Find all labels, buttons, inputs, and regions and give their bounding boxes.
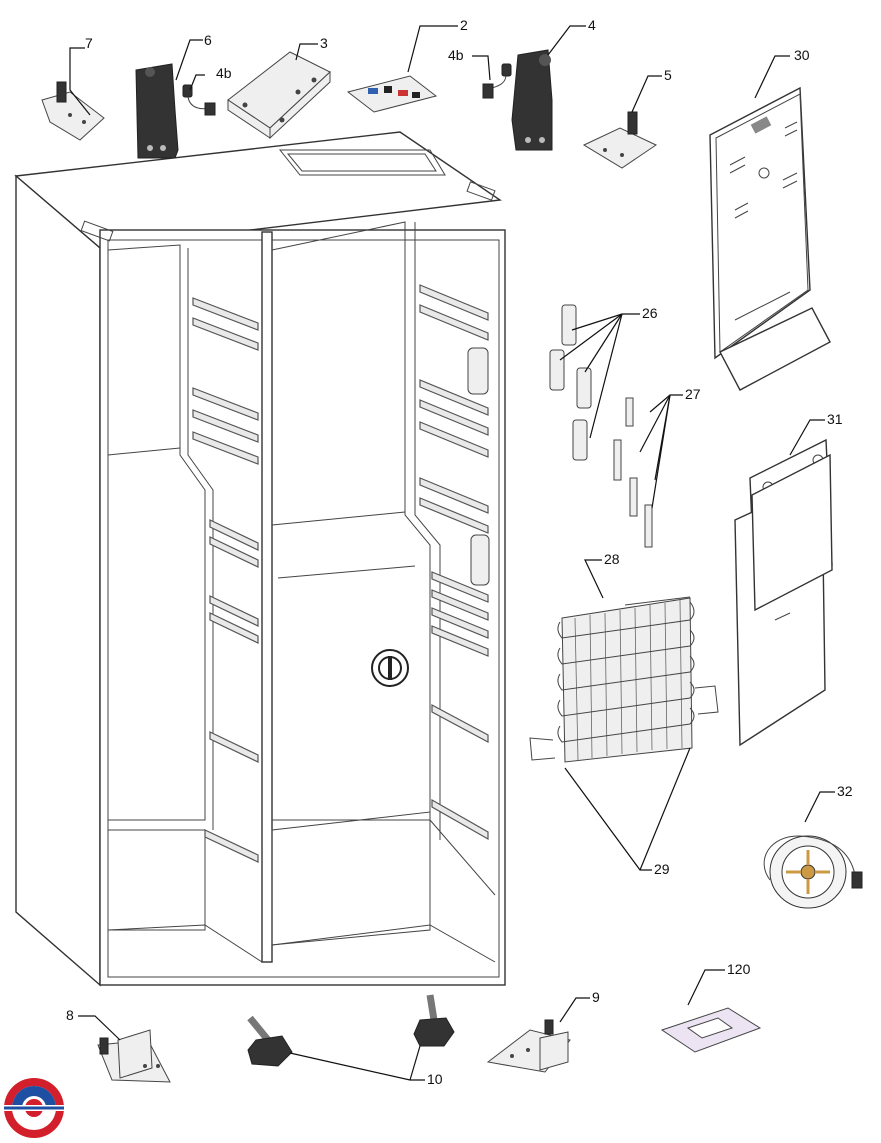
part-4b-connector-left bbox=[182, 84, 216, 116]
part-120-plate bbox=[660, 1007, 762, 1053]
label-10: 10 bbox=[427, 1071, 443, 1087]
part-31-duct-panel bbox=[734, 438, 833, 747]
part-8-lower-hinge bbox=[97, 1029, 171, 1083]
label-8: 8 bbox=[66, 1007, 74, 1023]
part-27-pins bbox=[613, 397, 653, 548]
label-31: 31 bbox=[827, 411, 843, 427]
part-9-lower-hinge bbox=[486, 1019, 571, 1073]
light-housing-lower bbox=[470, 534, 490, 586]
part-4-upper-hinge bbox=[511, 49, 553, 151]
label-4b-right: 4b bbox=[448, 47, 464, 63]
brand-swirl-icon bbox=[4, 1078, 64, 1138]
part-10-leveling-feet bbox=[247, 994, 455, 1067]
label-3: 3 bbox=[320, 35, 328, 51]
part-2-control-board bbox=[346, 75, 438, 113]
label-29: 29 bbox=[654, 861, 670, 877]
part-26-clips bbox=[549, 304, 592, 461]
thermostat-knob-icon bbox=[371, 649, 409, 687]
freezer-shelf-rails bbox=[192, 297, 259, 863]
label-4b-left: 4b bbox=[216, 65, 232, 81]
label-26: 26 bbox=[642, 305, 658, 321]
part-3-cover-plate bbox=[227, 51, 331, 140]
label-4: 4 bbox=[588, 17, 596, 33]
label-5: 5 bbox=[664, 67, 672, 83]
cabinet bbox=[14, 131, 506, 987]
part-5-hinge-plate bbox=[582, 111, 658, 169]
label-9: 9 bbox=[592, 989, 600, 1005]
part-7-hinge-plate bbox=[41, 81, 105, 141]
label-30: 30 bbox=[794, 47, 810, 63]
label-27: 27 bbox=[685, 386, 701, 402]
leader-lines bbox=[69, 25, 835, 1081]
part-32-fan-motor bbox=[763, 835, 863, 909]
label-6: 6 bbox=[204, 32, 212, 48]
part-number-labels: 7 6 4b 3 2 4b 4 5 30 26 27 28 29 31 32 1… bbox=[66, 17, 853, 1087]
light-housing-upper bbox=[467, 347, 489, 395]
label-7: 7 bbox=[85, 35, 93, 51]
part-30-rear-panel bbox=[709, 86, 831, 391]
fresh-food-shelf-rails bbox=[419, 284, 489, 841]
part-6-upper-hinge bbox=[135, 63, 179, 159]
label-120: 120 bbox=[727, 961, 751, 977]
label-2: 2 bbox=[460, 17, 468, 33]
part-4b-connector-right bbox=[482, 63, 512, 99]
label-28: 28 bbox=[604, 551, 620, 567]
label-32: 32 bbox=[837, 783, 853, 799]
part-28-evaporator bbox=[529, 596, 719, 763]
